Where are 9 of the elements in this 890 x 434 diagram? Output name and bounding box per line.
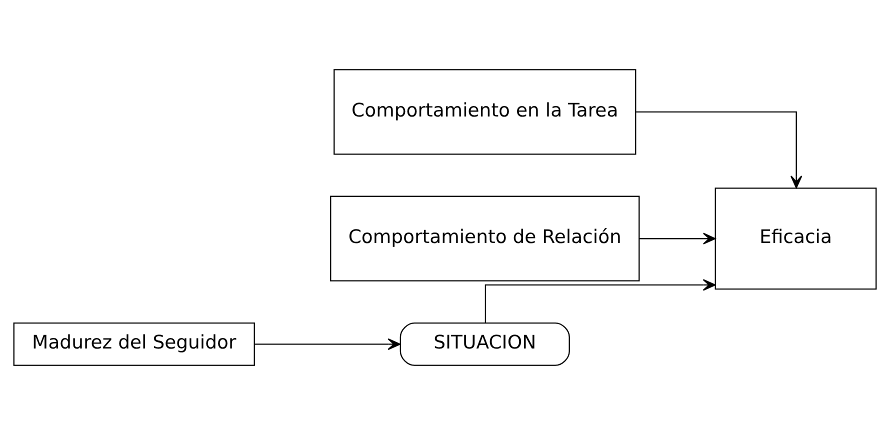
node-box: Eficacia — [714, 187, 877, 290]
node-box: Comportamiento en la Tarea — [334, 68, 636, 154]
arrow — [639, 232, 716, 244]
arrow — [636, 110, 802, 188]
arrow — [254, 338, 400, 350]
node-box: Comportamiento de Relación — [330, 195, 640, 281]
arrow — [484, 278, 716, 322]
node-box: SITUACION — [400, 322, 570, 366]
node-box: Madurez del Seguidor — [13, 322, 255, 366]
